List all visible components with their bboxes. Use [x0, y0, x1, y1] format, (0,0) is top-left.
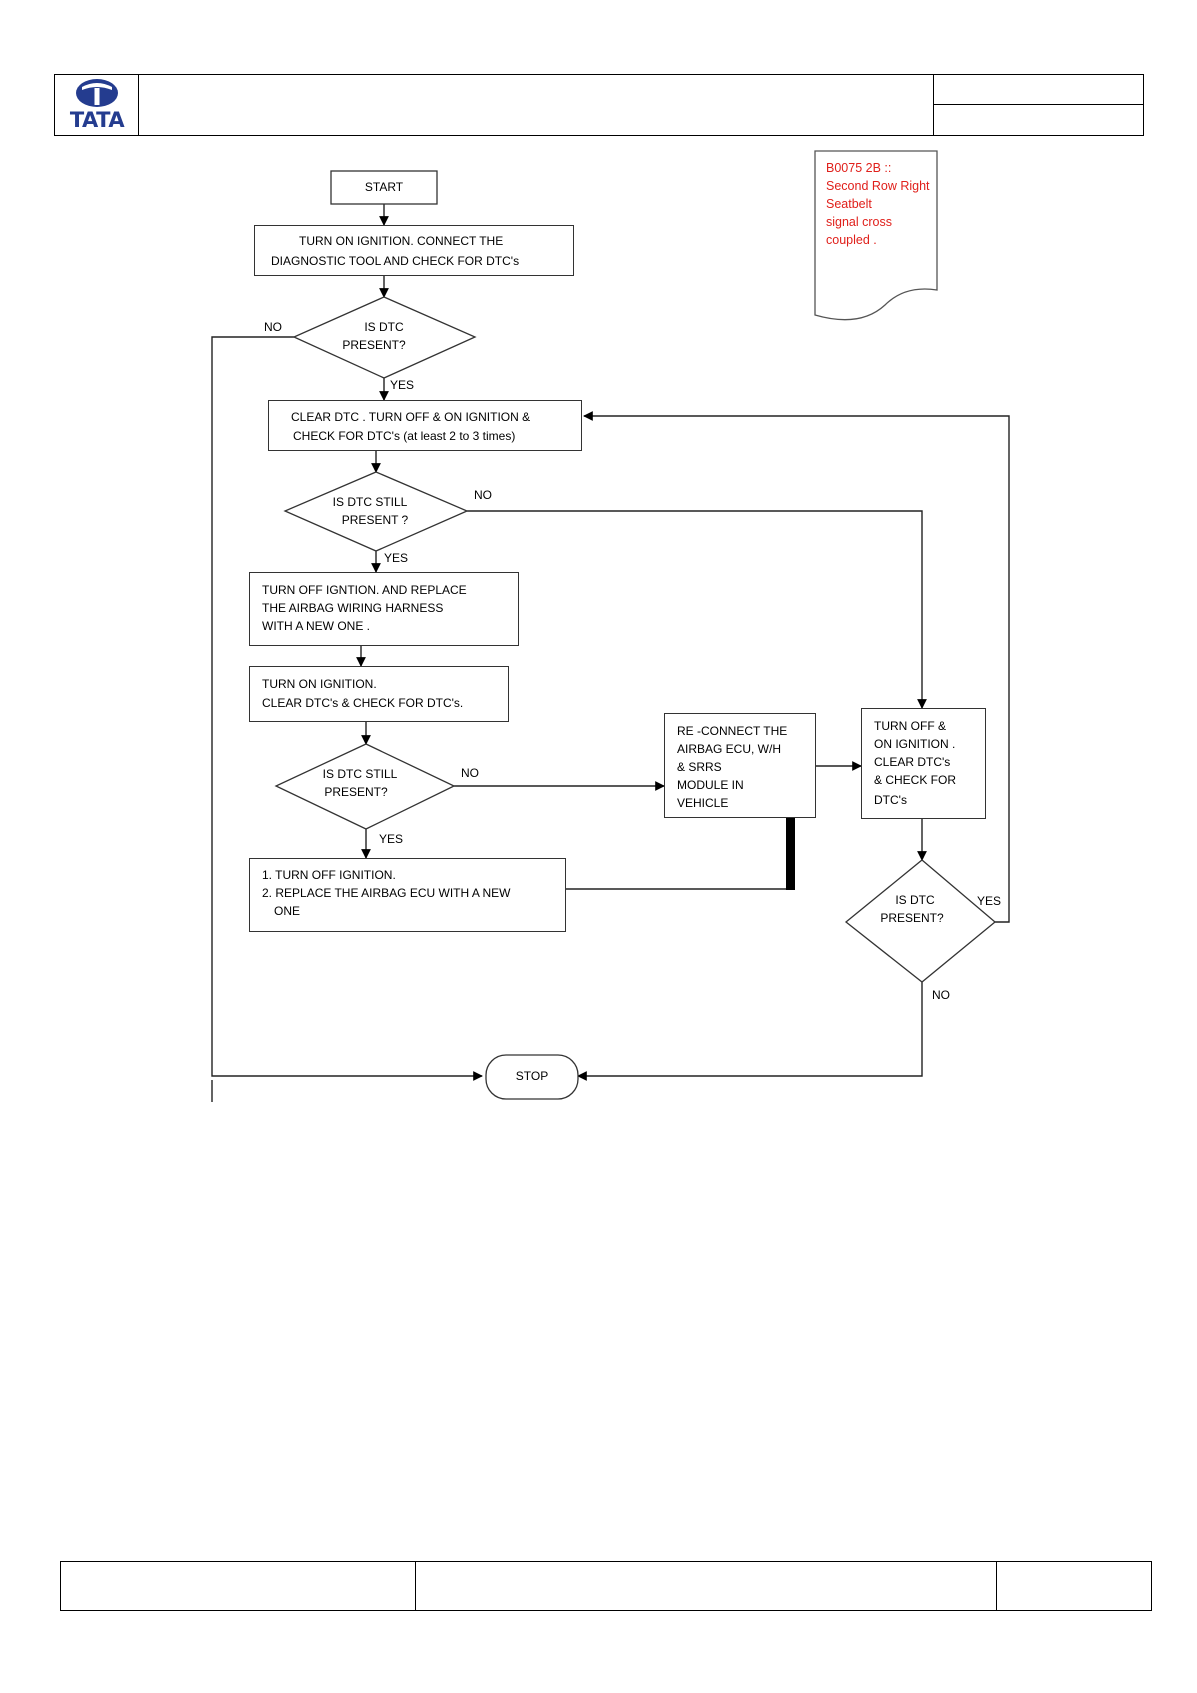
note-document-shape [814, 150, 938, 321]
step5-box: 1. TURN OFF IGNITION. 2. REPLACE THE AIR… [249, 858, 566, 932]
thick-connector [786, 818, 795, 890]
decision3-yes-label: YES [379, 832, 404, 846]
reconnect-box: RE -CONNECT THE AIRBAG ECU, W/H & SRRS M… [664, 713, 816, 818]
decision4-yes-label: YES [977, 894, 1002, 908]
decision2-no-label: NO [474, 488, 492, 502]
note-line-2: Second Row Right [826, 179, 930, 193]
step3-line-2: THE AIRBAG WIRING HARNESS [262, 601, 444, 615]
turnoff-box: TURN OFF & ON IGNITION . CLEAR DTC's & C… [861, 708, 986, 819]
note-line-4: signal cross [826, 215, 892, 229]
step2-line-2: CHECK FOR DTC's (at least 2 to 3 times) [293, 429, 516, 443]
turnoff-line-3: CLEAR DTC's [874, 755, 951, 769]
decision2-yes-label: YES [384, 551, 409, 565]
decision2-line-1: IS DTC STILL [332, 495, 408, 509]
tata-logo-icon [76, 79, 118, 107]
arrow-decision4-no-stop [577, 982, 923, 1081]
decision1-diamond [292, 296, 477, 379]
footer-table [60, 1561, 1152, 1611]
decision1-no-label: NO [264, 320, 282, 334]
header-table: TATA [54, 74, 1144, 136]
reconnect-line-3: & SRRS [677, 760, 722, 774]
step4-box: TURN ON IGNITION. CLEAR DTC's & CHECK FO… [249, 666, 509, 722]
decision3-diamond [274, 743, 456, 830]
header-divider [934, 104, 1143, 105]
start-shape [330, 170, 438, 205]
note-line-5: coupled . [826, 233, 877, 247]
decision4-no-label: NO [932, 988, 950, 1002]
reconnect-line-1: RE -CONNECT THE [677, 724, 788, 738]
decision3-line-1: IS DTC STILL [322, 767, 398, 781]
stop-label: STOP [515, 1069, 549, 1083]
step4-line-2: CLEAR DTC's & CHECK FOR DTC's. [262, 696, 464, 710]
decision1-line-2: PRESENT? [342, 338, 406, 352]
decision4-line-2: PRESENT? [880, 911, 944, 925]
turnoff-line-5: DTC's [874, 793, 907, 807]
turnoff-line-1: TURN OFF & [874, 719, 946, 733]
step3-box: TURN OFF IGNTION. AND REPLACE THE AIRBAG… [249, 572, 519, 646]
decision1-line-1: IS DTC [364, 320, 404, 334]
decision2-line-2: PRESENT ? [341, 513, 409, 527]
reconnect-line-2: AIRBAG ECU, W/H [677, 742, 782, 756]
step5-line-1: 1. TURN OFF IGNITION. [262, 868, 396, 882]
step1-box: TURN ON IGNITION. CONNECT THE DIAGNOSTIC… [254, 225, 574, 276]
decision3-line-2: PRESENT? [324, 785, 388, 799]
step3-line-3: WITH A NEW ONE . [262, 619, 371, 633]
step4-line-1: TURN ON IGNITION. [262, 677, 377, 691]
arrow-decision4-yes-step2 [583, 411, 1010, 923]
arrow-decision1-no-stop [211, 336, 483, 1081]
step5-line-2: 2. REPLACE THE AIRBAG ECU WITH A NEW [262, 886, 511, 900]
decision4-diamond [844, 859, 997, 983]
arrow-decision2-no-turnoff [467, 510, 927, 709]
decision2-diamond [283, 471, 469, 552]
note-line-3: Seatbelt [826, 197, 872, 211]
logo-text: TATA [69, 108, 125, 132]
step5-line-3: ONE [274, 904, 301, 918]
reconnect-line-5: VEHICLE [677, 796, 729, 810]
stop-shape [485, 1054, 579, 1100]
footer-right-cell [996, 1562, 1151, 1610]
step1-line-2: DIAGNOSTIC TOOL AND CHECK FOR DTC's [271, 254, 520, 268]
decision1-yes-label: YES [390, 378, 415, 392]
turnoff-line-2: ON IGNITION . [874, 737, 956, 751]
header-right-cell [933, 75, 1143, 135]
step1-line-1: TURN ON IGNITION. CONNECT THE [299, 234, 504, 248]
decision3-no-label: NO [461, 766, 479, 780]
reconnect-line-4: MODULE IN [677, 778, 744, 792]
start-label: START [364, 180, 404, 194]
logo-cell: TATA [55, 75, 139, 135]
step3-line-1: TURN OFF IGNTION. AND REPLACE [262, 583, 467, 597]
step2-box: CLEAR DTC . TURN OFF & ON IGNITION & CHE… [268, 400, 582, 451]
step2-line-1: CLEAR DTC . TURN OFF & ON IGNITION & [291, 410, 531, 424]
decision4-line-1: IS DTC [895, 893, 935, 907]
note-line-1: B0075 2B :: [826, 161, 892, 175]
footer-left-cell [61, 1562, 416, 1610]
turnoff-line-4: & CHECK FOR [874, 773, 957, 787]
